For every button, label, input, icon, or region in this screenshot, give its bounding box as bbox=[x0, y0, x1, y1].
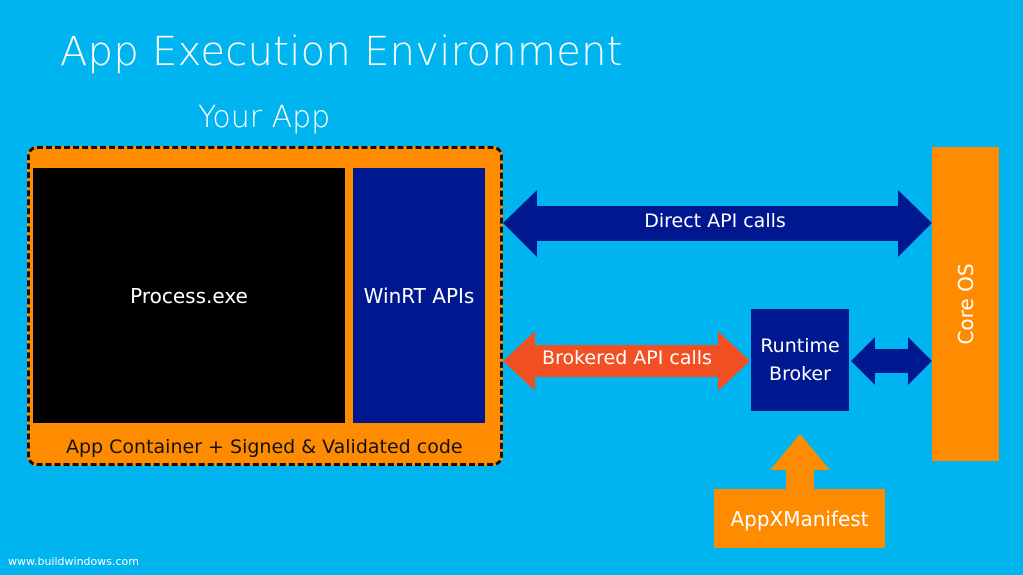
manifest-up-arrow bbox=[770, 434, 830, 490]
slide-title: App Execution Environment bbox=[60, 29, 623, 75]
runtime-broker-label-line2: Broker bbox=[769, 363, 831, 385]
runtime-broker-label-line1: Runtime bbox=[760, 335, 840, 357]
footer-url: www.buildwindows.com bbox=[8, 555, 139, 568]
winrt-apis-label: WinRT APIs bbox=[363, 283, 475, 308]
process-exe-box: Process.exe bbox=[33, 168, 345, 423]
appx-manifest-box: AppXManifest bbox=[714, 489, 885, 548]
winrt-apis-box: WinRT APIs bbox=[353, 168, 485, 423]
core-os-label: Core OS bbox=[953, 263, 978, 345]
appx-manifest-label: AppXManifest bbox=[730, 506, 869, 531]
brokered-api-arrow bbox=[503, 331, 750, 391]
your-app-label: Your App bbox=[198, 100, 331, 135]
direct-api-label: Direct API calls bbox=[644, 210, 786, 232]
core-os-box: Core OS bbox=[932, 147, 999, 461]
broker-core-arrow bbox=[851, 337, 932, 385]
runtime-broker-box: Runtime Broker bbox=[751, 309, 849, 411]
brokered-api-label: Brokered API calls bbox=[542, 347, 712, 369]
direct-api-arrow bbox=[503, 190, 932, 257]
process-exe-label: Process.exe bbox=[130, 283, 248, 308]
app-container-label: App Container + Signed & Validated code bbox=[66, 436, 463, 458]
